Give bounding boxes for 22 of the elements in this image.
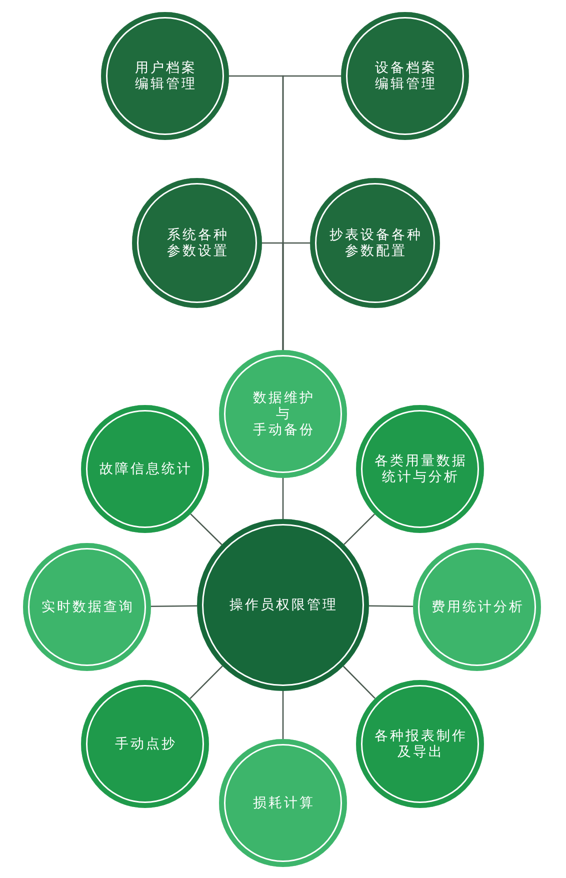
connector-line <box>282 691 284 739</box>
node-label: 损耗计算 <box>252 795 315 811</box>
node-label: 抄表设备各种参数配置 <box>328 227 422 259</box>
connector-line <box>150 605 198 607</box>
connector-line <box>368 605 414 607</box>
connector-line <box>190 666 223 700</box>
connector-line <box>282 242 310 350</box>
node-label: 系统各种参数设置 <box>166 227 229 259</box>
node-label: 手动点抄 <box>114 736 177 752</box>
node-label: 设备档案编辑管理 <box>374 60 437 92</box>
connector-line <box>190 513 222 546</box>
node-label: 各类用量数据统计与分析 <box>373 453 468 485</box>
node-label: 数据维护与手动备份 <box>252 390 315 438</box>
node-label: 费用统计分析 <box>430 599 524 615</box>
node-label: 实时数据查询 <box>40 599 134 615</box>
connector-line <box>344 514 376 545</box>
connector-line <box>342 666 376 699</box>
node-label: 操作员权限管理 <box>228 597 338 613</box>
node-label: 各种报表制作及导出 <box>373 728 468 760</box>
node-label: 用户档案编辑管理 <box>134 60 197 92</box>
node-label: 故障信息统计 <box>98 461 192 477</box>
connector-line <box>282 478 284 519</box>
